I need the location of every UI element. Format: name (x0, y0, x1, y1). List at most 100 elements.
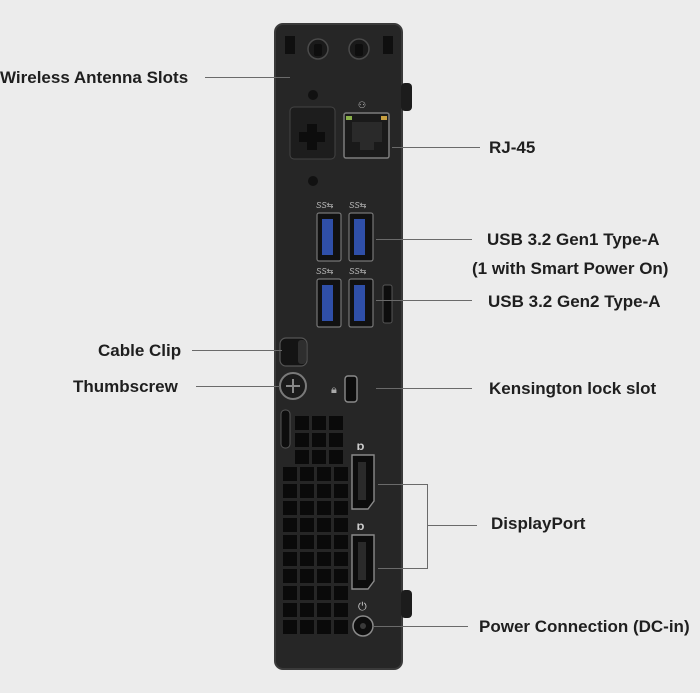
vent-cell (334, 518, 348, 532)
vent-cell (334, 586, 348, 600)
label-rj45: RJ-45 (489, 138, 536, 157)
plus-cutout (299, 124, 325, 150)
label-wireless-antenna: Wireless Antenna Slots (0, 68, 189, 87)
vent-cell (283, 552, 297, 566)
usb-ss-icon-3: SS⇆ (316, 267, 334, 276)
vent-cell (317, 535, 331, 549)
vent-cell (334, 569, 348, 583)
usb-gen1-port-left (316, 212, 342, 262)
label-cable-clip: Cable Clip (98, 341, 182, 360)
vent-cell (317, 467, 331, 481)
vent-cell (334, 552, 348, 566)
vent-cell (283, 586, 297, 600)
usb-gen2-port-right (348, 278, 374, 328)
side-tab-bottom (401, 590, 412, 618)
vent-cell (317, 569, 331, 583)
leader-usb-gen1 (376, 239, 472, 240)
lock-icon: 🔒︎ (331, 384, 337, 396)
top-notch-left (285, 36, 295, 54)
vent-cell (334, 467, 348, 481)
vent-cell (312, 450, 326, 464)
usb-gen2-port-left (316, 278, 342, 328)
label-usb-gen1-line2: (1 with Smart Power On) (472, 259, 669, 278)
leader-usb-gen2 (376, 300, 472, 301)
vent-cell (317, 586, 331, 600)
usb-ss-icon-4: SS⇆ (349, 267, 367, 276)
displayport-1 (351, 454, 375, 510)
vent-cell (295, 433, 309, 447)
dc-in-port (352, 615, 374, 637)
vent-cell (300, 569, 314, 583)
label-usb-gen1-line1: USB 3.2 Gen1 Type-A (487, 230, 660, 249)
vent-cell (317, 501, 331, 515)
top-notch-right (383, 36, 393, 54)
vent-cell (329, 433, 343, 447)
vent-cell (312, 433, 326, 447)
vent-cell (283, 620, 297, 634)
vent-cell (295, 450, 309, 464)
displayport-2 (351, 534, 375, 590)
side-tab-top (401, 83, 412, 111)
vent-cell (334, 501, 348, 515)
leader-cable-clip (192, 350, 282, 351)
network-icon: ⚇ (358, 101, 366, 111)
leader-power (372, 626, 468, 627)
leader-rj45 (392, 147, 480, 148)
vent-cell (300, 484, 314, 498)
dp-icon-1: Ɒ (357, 442, 365, 452)
antenna-slot-right (348, 38, 370, 60)
dp-icon-2: Ɒ (357, 522, 365, 532)
usb-gen1-port-right (348, 212, 374, 262)
vent-cell (300, 518, 314, 532)
vent-cell (300, 603, 314, 617)
vent-cell (312, 416, 326, 430)
vent-cell (334, 620, 348, 634)
label-usb-gen2: USB 3.2 Gen2 Type-A (488, 292, 661, 311)
vent-cell (334, 484, 348, 498)
screw-hole-bottom (308, 176, 318, 186)
leader-wireless (205, 77, 290, 78)
vent-cell (295, 416, 309, 430)
leader-dp-bracket (427, 484, 428, 569)
leader-dp-bottom (378, 568, 428, 569)
vent-cell (317, 484, 331, 498)
vent-cell (283, 467, 297, 481)
rj45-led-right (381, 116, 387, 120)
usb-ss-icon-2: SS⇆ (349, 201, 367, 210)
side-latch (280, 409, 291, 449)
cable-clip (279, 337, 308, 367)
label-power: Power Connection (DC-in) (479, 617, 690, 636)
leader-kensington (376, 388, 472, 389)
vent-cell (283, 603, 297, 617)
rj45-inner (352, 122, 382, 142)
vent-cell (317, 518, 331, 532)
vent-cell (317, 552, 331, 566)
vent-cell (300, 467, 314, 481)
vent-cell (283, 501, 297, 515)
leader-thumbscrew (196, 386, 280, 387)
vent-cell (334, 535, 348, 549)
usb-ss-icon-1: SS⇆ (316, 201, 334, 210)
vent-cell (283, 535, 297, 549)
kensington-slot (344, 375, 358, 403)
screw-hole-top (308, 90, 318, 100)
label-displayport: DisplayPort (491, 514, 586, 533)
leader-dp (427, 525, 477, 526)
vent-cell (283, 569, 297, 583)
vent-slot-small (382, 284, 393, 324)
vent-cell (329, 416, 343, 430)
label-thumbscrew: Thumbscrew (73, 377, 178, 396)
vent-grid (283, 416, 348, 634)
vent-cell (317, 603, 331, 617)
vent-cell (300, 501, 314, 515)
vent-cell (300, 535, 314, 549)
leader-dp-top (378, 484, 428, 485)
vent-cell (329, 450, 343, 464)
vent-cell (283, 484, 297, 498)
rj45-latch (360, 142, 374, 150)
antenna-slot-left (307, 38, 329, 60)
rj45-led-left (346, 116, 352, 120)
vent-cell (300, 620, 314, 634)
